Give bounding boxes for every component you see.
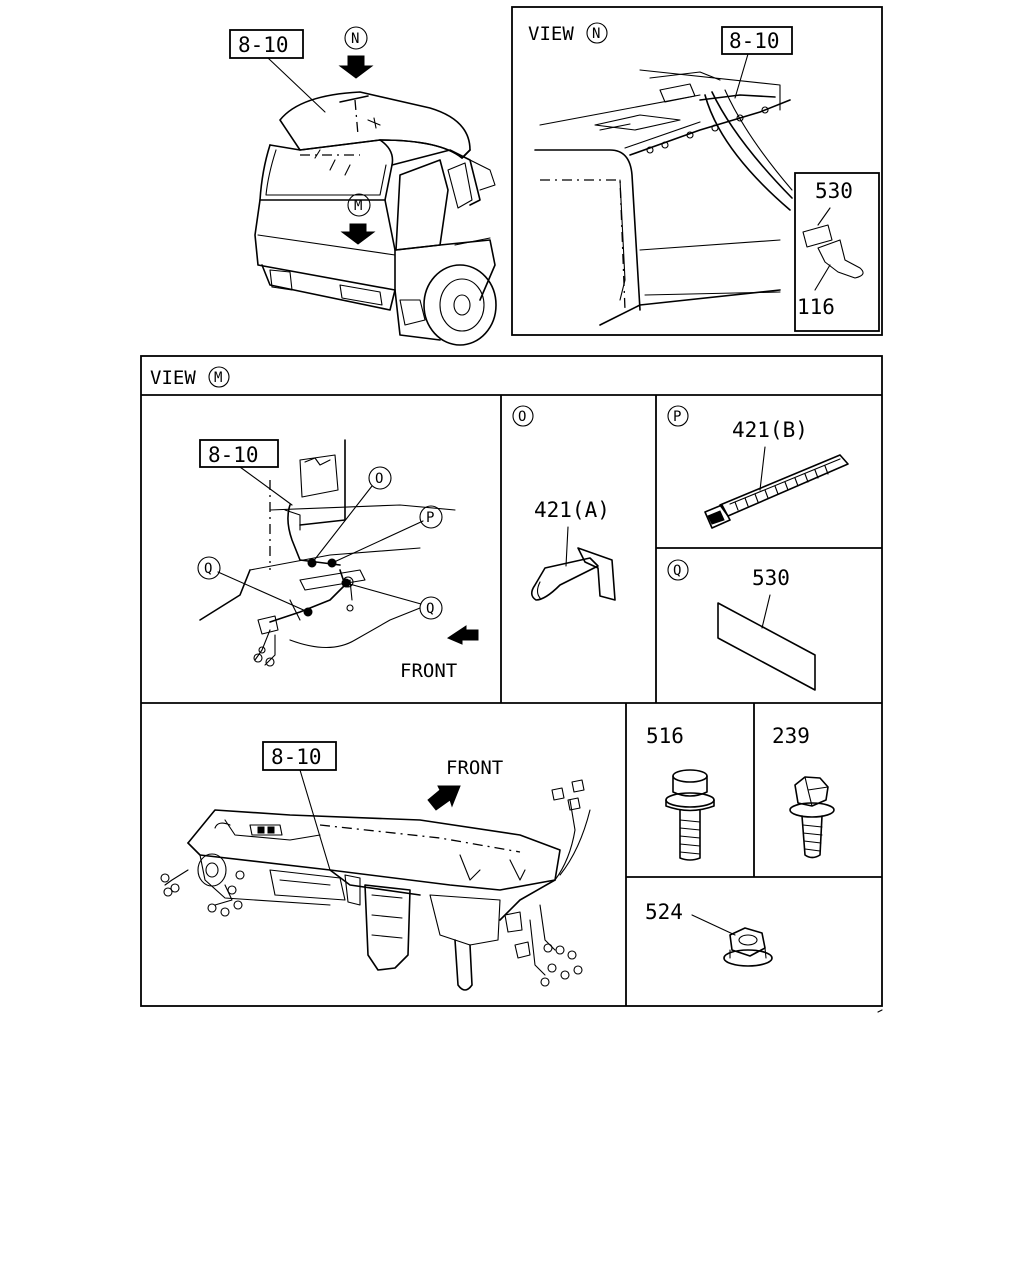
view-m-panel: VIEW M [140,355,883,1007]
front-arrow-icon [446,625,479,645]
detail-marker-o [368,466,392,490]
detail-q-marker [667,559,689,581]
detail-q-cell: Q 530 [667,559,816,691]
view-m-marker-letter: M [354,198,362,214]
arrow-down-icon [338,55,374,79]
part-label-116: 116 [797,295,835,319]
callout-box-8-10 [721,26,793,55]
view-n-title-marker [586,22,608,44]
part-239-cell: 239 [772,724,835,859]
callout-8-10-top-left: 8-10 [238,33,289,57]
instrument-panel-cell: 8-10 FRONT [160,741,591,991]
detail-o-marker [512,405,534,427]
view-n-title: VIEW [528,23,574,45]
detail-marker-o-letter: O [375,471,383,487]
detail-p-marker [667,405,689,427]
detail-marker-q-right [419,596,443,620]
view-n-marker-letter: N [351,31,359,47]
detail-marker-q-right-letter: Q [426,601,434,617]
part-label-421b: 421(B) [732,418,808,442]
view-m-marker [347,193,371,217]
view-m-title-letter: M [214,370,222,386]
detail-o-cell: O 421(A) [512,405,616,601]
part-label-530-view-n: 530 [815,179,853,203]
view-n-panel: VIEW N 8-10 530 [511,6,883,336]
detail-marker-p [419,505,443,529]
view-n-detail-frame [794,172,880,332]
detail-marker-q-left [197,556,221,580]
view-n-marker [344,26,368,50]
arrow-down-icon [340,223,376,245]
view-m-frame [140,355,883,1007]
detail-p-marker-letter: P [673,409,681,425]
detail-o-marker-letter: O [518,409,526,425]
callout-box-8-10 [229,29,304,59]
part-524-cell: 524 [645,900,773,967]
detail-marker-q-left-letter: Q [204,561,212,577]
floor-harness-cell: 8-10 O P Q [197,439,479,682]
view-m-title: VIEW [150,367,196,389]
part-label-239: 239 [772,724,810,748]
view-m-title-marker [208,366,230,388]
detail-q-marker-letter: Q [673,563,681,579]
callout-8-10-panel: 8-10 [271,745,322,769]
part-label-516: 516 [646,724,684,748]
front-arrow-icon [427,785,461,811]
callout-8-10-view-n: 8-10 [729,29,780,53]
view-n-frame [511,6,883,336]
cab-overview-illustration: 8-10 N M [229,26,497,346]
detail-marker-p-letter: P [426,510,434,526]
part-516-cell: 516 [646,724,715,861]
part-label-421a: 421(A) [534,498,610,522]
detail-p-cell: P 421(B) [667,405,849,529]
front-label-floor: FRONT [400,660,457,682]
part-label-530-detail-q: 530 [752,566,790,590]
part-label-524: 524 [645,900,683,924]
front-label-panel: FRONT [446,757,503,779]
view-n-title-letter: N [592,26,600,42]
callout-box-8-10 [199,439,279,468]
callout-8-10-floor: 8-10 [208,443,259,467]
